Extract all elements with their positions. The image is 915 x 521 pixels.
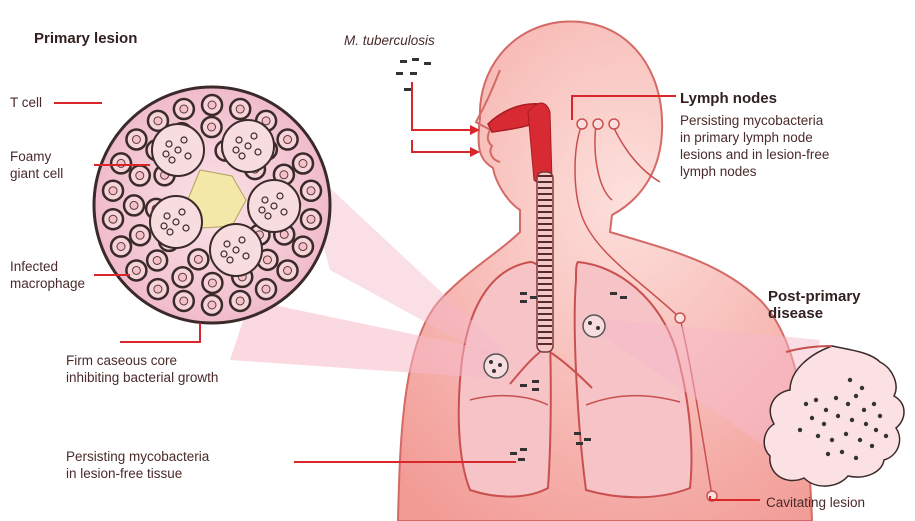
t-cell bbox=[147, 250, 167, 270]
lymph-nodes-description: Persisting mycobacteria in primary lymph… bbox=[680, 112, 829, 180]
giant-cell bbox=[248, 180, 300, 232]
t-cell-label: T cell bbox=[10, 94, 42, 111]
foamy-giant-cell-label: Foamy giant cell bbox=[10, 148, 63, 182]
t-cell bbox=[111, 153, 131, 173]
post-primary-disease-title: Post-primary disease bbox=[768, 288, 861, 322]
lymph-nodes-title: Lymph nodes bbox=[680, 90, 777, 107]
primary-lesion-title: Primary lesion bbox=[34, 30, 137, 47]
infected-macrophage-label: Infected macrophage bbox=[10, 258, 85, 292]
t-cell bbox=[126, 129, 146, 149]
giant-cell bbox=[152, 124, 204, 176]
t-cell bbox=[188, 249, 208, 269]
t-cell bbox=[301, 181, 321, 201]
primary-lesion-magnified bbox=[94, 87, 330, 323]
t-cell bbox=[293, 153, 313, 173]
t-cell bbox=[103, 209, 123, 229]
firm-caseous-core-label: Firm caseous core inhibiting bacterial g… bbox=[66, 352, 218, 386]
t-cell bbox=[173, 267, 193, 287]
t-cell bbox=[130, 166, 150, 186]
t-cell bbox=[202, 117, 222, 137]
t-cell bbox=[230, 291, 250, 311]
cavitating-lesion-label: Cavitating lesion bbox=[766, 494, 865, 511]
t-cell bbox=[230, 99, 250, 119]
t-cell bbox=[111, 237, 131, 257]
t-cell bbox=[278, 261, 298, 281]
giant-cell bbox=[150, 196, 202, 248]
t-cell bbox=[278, 130, 298, 150]
t-cell bbox=[301, 209, 321, 229]
giant-cell bbox=[222, 120, 274, 172]
t-cell bbox=[130, 225, 150, 245]
t-cell bbox=[256, 279, 276, 299]
t-cell bbox=[126, 260, 146, 280]
t-cell bbox=[174, 99, 194, 119]
t-cell bbox=[293, 237, 313, 257]
giant-cell bbox=[210, 224, 262, 276]
t-cell bbox=[124, 195, 144, 215]
t-cell bbox=[174, 291, 194, 311]
m-tuberculosis-label: M. tuberculosis bbox=[344, 32, 435, 49]
t-cell bbox=[148, 279, 168, 299]
persisting-tissue-label: Persisting mycobacteria in lesion-free t… bbox=[66, 448, 209, 482]
t-cell bbox=[202, 273, 222, 293]
t-cell bbox=[103, 181, 123, 201]
t-cell bbox=[202, 295, 222, 315]
t-cell bbox=[202, 95, 222, 115]
